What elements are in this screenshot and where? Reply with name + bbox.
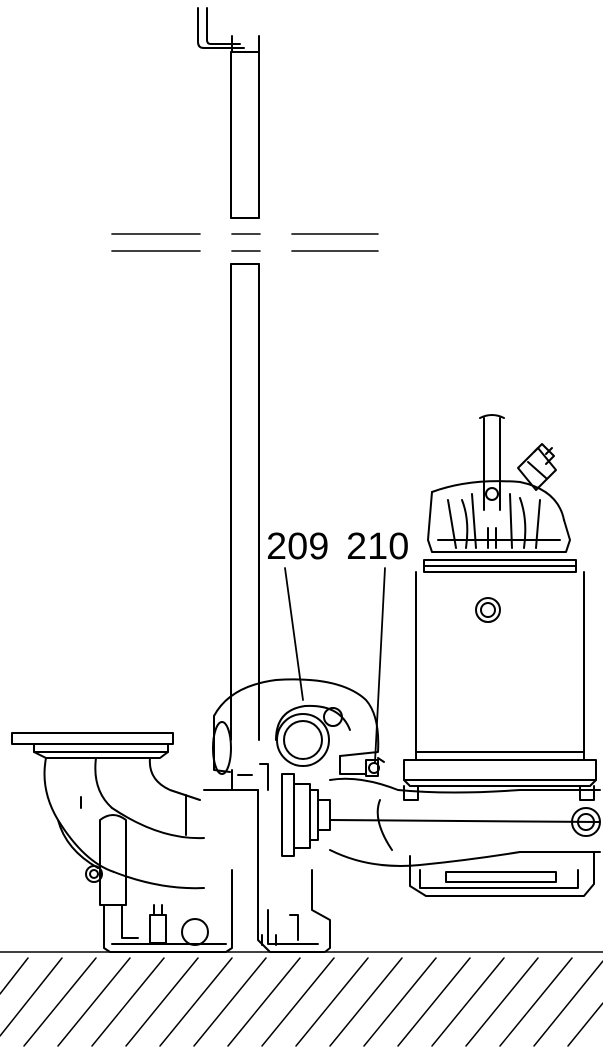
motor-housing bbox=[403, 414, 597, 897]
callout-label-210: 210 bbox=[346, 526, 410, 568]
bolt-210 bbox=[339, 755, 385, 777]
guide-pipe-lower bbox=[230, 263, 260, 741]
pump-volute bbox=[281, 773, 601, 867]
guide-hook bbox=[197, 7, 260, 53]
break-lines bbox=[111, 233, 379, 252]
guide-pipe-upper bbox=[230, 51, 260, 219]
base-pedestal bbox=[103, 789, 331, 953]
callout-label-209: 209 bbox=[266, 526, 330, 568]
leader-lines bbox=[284, 567, 386, 763]
discharge-elbow bbox=[11, 732, 205, 906]
floor-hatching bbox=[0, 951, 603, 1047]
